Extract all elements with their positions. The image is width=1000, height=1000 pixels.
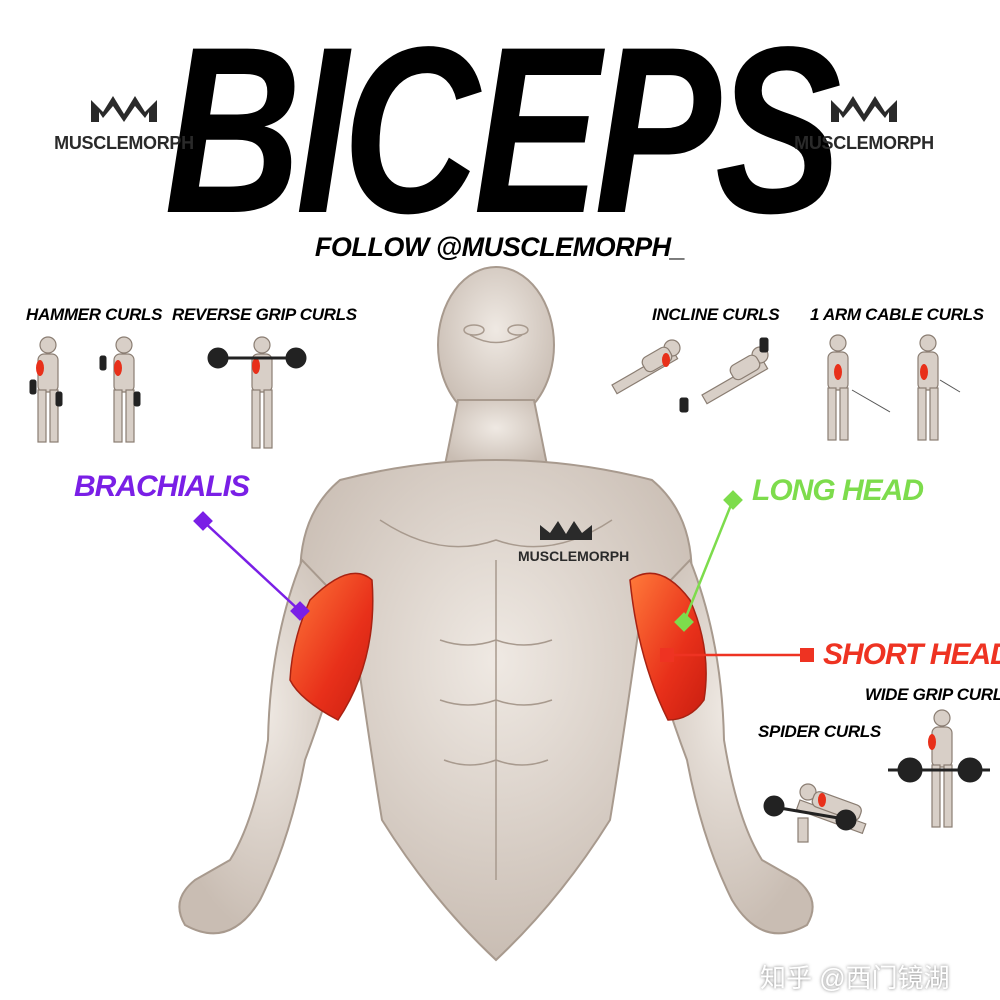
short-head-pointer-start xyxy=(660,648,674,662)
long-head-label: LONG HEAD xyxy=(752,474,924,507)
short-head-pointer-end xyxy=(800,648,814,662)
brachialis-label: BRACHIALIS xyxy=(74,470,250,503)
long-head-pointer-end xyxy=(674,612,694,632)
hammer-curls-label: HAMMER CURLS xyxy=(26,305,163,324)
one-arm-cable-curls-label: 1 ARM CABLE CURLS xyxy=(810,305,984,324)
brand-logo-left: MUSCLEMORPH xyxy=(54,92,194,154)
brand-name: MUSCLEMORPH xyxy=(54,133,194,153)
hammer-curls-figure xyxy=(37,336,135,443)
long-head-pointer-line xyxy=(682,499,735,623)
follow-handle: FOLLOW @MUSCLEMORPH_ xyxy=(314,232,686,262)
brand-logo-right: MUSCLEMORPH xyxy=(794,92,934,154)
short-head-label: SHORT HEAD xyxy=(823,638,1000,671)
watermark: 知乎 @西门镜湖 xyxy=(760,963,950,993)
reverse-grip-curls-label: REVERSE GRIP CURLS xyxy=(172,305,357,324)
spider-curls-label: SPIDER CURLS xyxy=(758,722,881,741)
page-title: BICEPS xyxy=(164,0,841,264)
brachialis-pointer-end xyxy=(290,601,310,621)
musclemorph-logo-icon xyxy=(831,96,897,122)
chest-logo-icon xyxy=(540,521,592,540)
brand-name: MUSCLEMORPH xyxy=(794,133,934,153)
chest-brand-name: MUSCLEMORPH xyxy=(518,548,630,564)
wide-grip-curls-label: WIDE GRIP CURLS xyxy=(865,685,1000,704)
long-head-pointer-start xyxy=(723,490,743,510)
wide-grip-curls-figure xyxy=(931,709,953,828)
one-arm-cable-curls-figure xyxy=(827,334,939,441)
left-biceps-muscle xyxy=(289,572,374,721)
right-biceps-muscle xyxy=(629,572,707,721)
brachialis-pointer-line xyxy=(202,520,301,612)
musclemorph-logo-icon xyxy=(91,96,157,122)
incline-curls-figure xyxy=(611,339,769,405)
reverse-grip-curls-figure xyxy=(251,336,273,449)
incline-curls-label: INCLINE CURLS xyxy=(652,305,780,324)
